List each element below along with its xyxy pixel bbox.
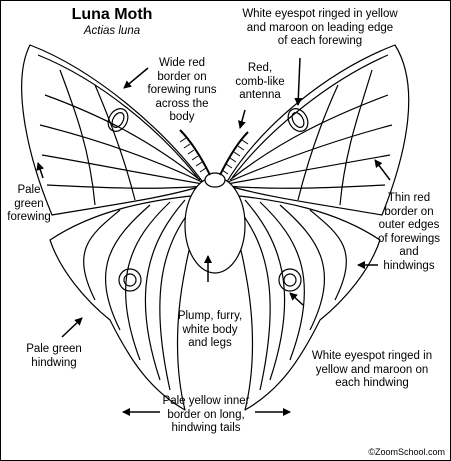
label-hindwing-eyespot: White eyespot ringed in yellow and maroo… [311,350,433,389]
moth-head [204,172,226,188]
moth-body [184,176,246,274]
page-title: Luna Moth [71,6,153,23]
left-antenna [179,129,211,176]
right-hindwing-eyespot [278,268,302,292]
credit-text: ©ZoomSchool.com [368,447,445,457]
right-forewing [224,44,410,216]
scientific-name: Actias luna [83,25,141,37]
arrow-forewing-eyespot [294,57,303,106]
label-tails: Pale yellow inner border on long, hindwi… [162,395,250,434]
label-forewing-eyespot: White eyespot ringed in yellow and maroo… [242,8,398,47]
left-hindwing-eyespot [118,268,142,292]
right-hindwing [229,194,381,411]
arrow-red-border [123,67,149,89]
right-forewing-eyespot [287,108,309,132]
arrow-hindwing [61,317,83,338]
arrow-hindwing-eyespot [289,292,304,306]
label-outer-border: Thin red border on outer edges of forewi… [377,192,440,272]
label-red-border: Wide red border on forewing runs across … [147,57,217,123]
label-body: Plump, furry, white body and legs [177,310,243,349]
left-forewing-inner-border [37,54,199,179]
arrow-outer-border-forewing [374,159,391,181]
label-hindwing: Pale green hindwing [26,343,82,369]
arrow-antenna [238,109,246,129]
left-hindwing [49,194,201,411]
arrow-forewing [36,162,45,179]
left-forewing-eyespot [107,108,129,132]
label-forewing: Pale green forewing [7,184,51,223]
label-antenna: Red, comb-like antenna [235,62,285,101]
right-forewing-inner-border [231,54,389,179]
